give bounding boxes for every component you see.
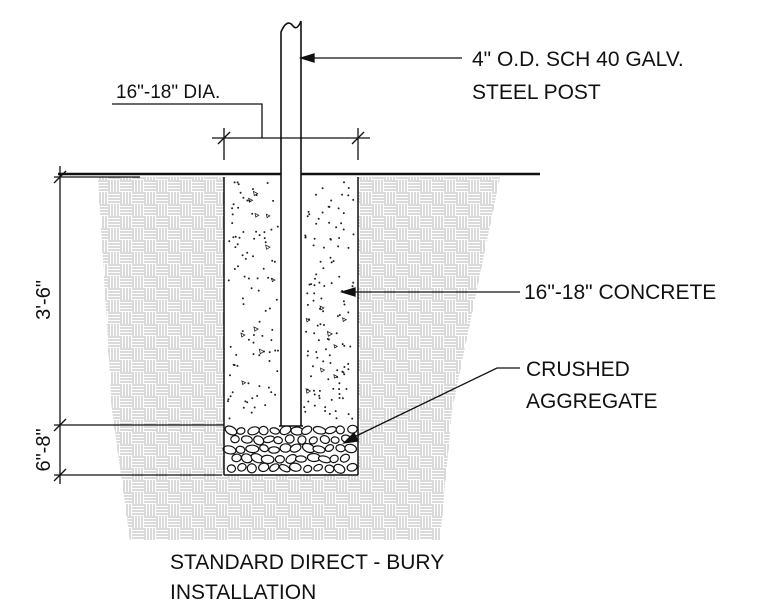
diameter-label: 16"-18" DIA. bbox=[116, 82, 220, 103]
aggregate-label-line2: AGGREGATE bbox=[526, 390, 657, 413]
depth-base-label: 6"-8" bbox=[33, 428, 55, 471]
post-leader bbox=[298, 53, 462, 63]
title-line2: INSTALLATION bbox=[170, 581, 316, 603]
title-line1: STANDARD DIRECT - BURY bbox=[170, 551, 444, 574]
steel-post bbox=[279, 20, 303, 427]
crushed-aggregate-stones bbox=[222, 424, 358, 474]
post-label-line1: 4" O.D. SCH 40 GALV. bbox=[472, 48, 684, 71]
concrete-leader bbox=[339, 287, 520, 297]
depth-main-label: 3'-6" bbox=[33, 280, 55, 320]
concrete-speckles bbox=[226, 181, 355, 420]
diameter-dimension bbox=[112, 103, 370, 160]
post-label-line2: STEEL POST bbox=[472, 81, 601, 104]
aggregate-label-line1: CRUSHED bbox=[526, 358, 630, 381]
aggregate-leader bbox=[342, 367, 520, 444]
concrete-label: 16"-18" CONCRETE bbox=[524, 281, 716, 304]
depth-dimension bbox=[53, 166, 224, 484]
